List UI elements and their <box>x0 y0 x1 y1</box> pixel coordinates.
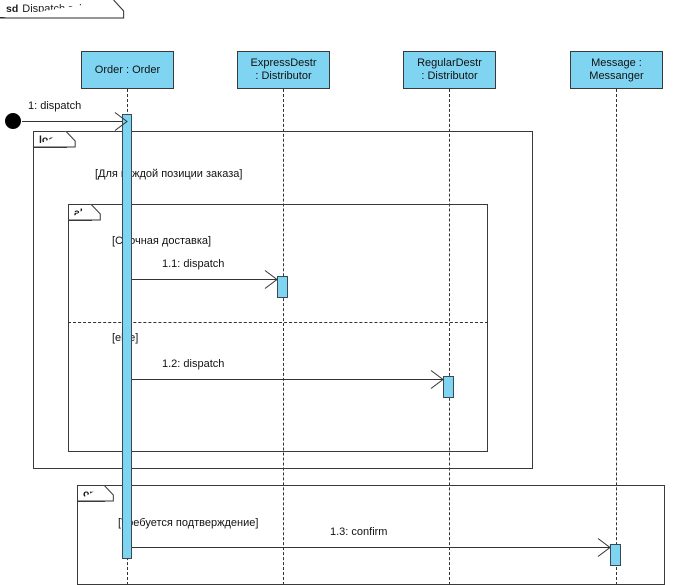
lifeline-head-regular[interactable]: RegularDestr : Distributor <box>403 51 496 89</box>
fragment-operator-opt: opt <box>78 486 106 502</box>
message-label-m1: 1: dispatch <box>28 100 82 112</box>
lifeline-head-messenger[interactable]: Message : Messanger <box>570 51 663 89</box>
lifeline-head-order[interactable]: Order : Order <box>81 51 174 89</box>
message-label-m13: 1.3: confirm <box>330 526 388 538</box>
lifeline-label: Message : Messanger <box>589 57 644 82</box>
message-line-m1[interactable] <box>22 121 127 122</box>
guard-alt: [Срочная доставка] <box>112 235 212 247</box>
message-line-m13[interactable] <box>132 547 610 548</box>
guard-loop: [Для каждой позиции заказа] <box>95 168 243 180</box>
start-node-dot[interactable] <box>5 113 21 129</box>
operator-label: opt <box>83 487 100 500</box>
activation-bar-regular[interactable] <box>443 376 454 398</box>
fragment-operator-loop: loop <box>34 132 68 148</box>
activation-bar-messenger[interactable] <box>610 544 621 566</box>
lifeline-label: Order : Order <box>94 63 161 76</box>
frame-keyword: sd <box>6 3 19 15</box>
operator-label: loop <box>39 133 62 146</box>
message-line-m12[interactable] <box>132 379 443 380</box>
frame-name: Dispatch scheme <box>22 3 107 15</box>
operator-label: alt <box>74 206 87 219</box>
fragment-divider-alt <box>68 322 488 323</box>
lifeline-head-express[interactable]: ExpressDestr : Distributor <box>237 51 330 89</box>
activation-bar-order[interactable] <box>122 114 132 559</box>
activation-bar-express[interactable] <box>277 276 288 298</box>
message-label-m12: 1.2: dispatch <box>162 358 225 370</box>
message-label-m11: 1.1: dispatch <box>162 258 225 270</box>
lifeline-stem-messenger <box>616 89 617 585</box>
lifeline-stem-regular <box>449 89 450 585</box>
fragment-operator-alt: alt <box>69 205 93 221</box>
message-line-m11[interactable] <box>132 279 277 280</box>
lifeline-stem-express <box>283 89 284 585</box>
lifeline-label: ExpressDestr : Distributor <box>250 57 317 82</box>
frame-label-tab: sd Dispatch scheme <box>0 0 114 18</box>
lifeline-label: RegularDestr : Distributor <box>417 57 482 82</box>
guard-opt: [Требуется подтверждение] <box>118 517 259 529</box>
